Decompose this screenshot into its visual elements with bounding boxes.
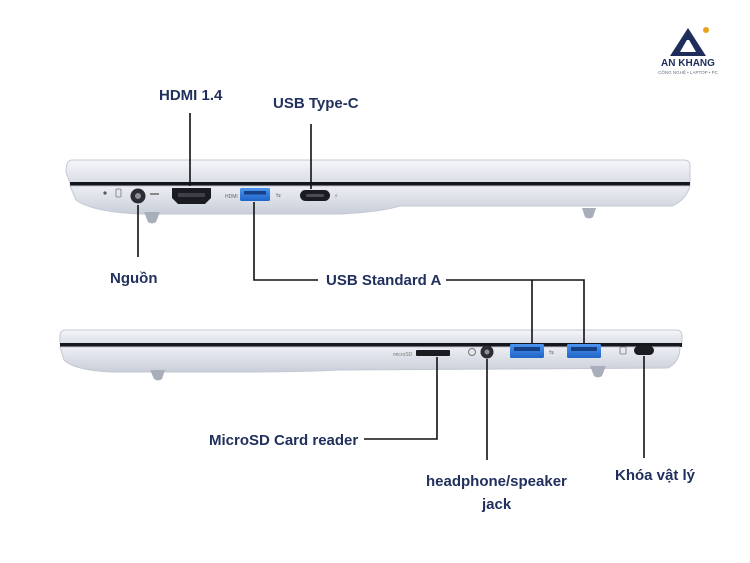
brand-logo: AN KHANG CÔNG NGHỆ • LAPTOP • PC [658,27,719,75]
laptop-foot [150,370,165,381]
leader-usb-a-bottom-2 [532,279,585,343]
battery-icon [115,188,122,198]
leader-lines [137,113,645,460]
laptop-base [69,185,691,215]
lock-icon [619,346,627,355]
label-lock: Khóa vật lý [615,467,696,484]
laptop-seam [60,343,682,347]
label-power: Nguồn [110,270,157,287]
laptop-foot [590,366,606,378]
label-usb-a: USB Standard A [326,272,441,289]
laptop-seam [70,182,690,186]
brand-name: AN KHANG [661,58,715,69]
leader-microsd [364,357,438,440]
laptop-lid [65,159,691,184]
label-audio-line1: headphone/speaker [426,473,567,490]
laptop-left-side-view: HDMI ⇆ ⚡ [65,159,691,224]
label-microsd: MicroSD Card reader [209,432,358,449]
laptop-foot [582,208,596,219]
headset-icon [468,348,476,356]
laptop-right-side-view: microSD ⇆ [59,329,683,381]
label-usb-c: USB Type-C [273,95,359,112]
usb-c-symbol-icon: ⚡ [334,193,338,200]
microsd-slot [416,350,450,356]
hdmi-port-marking: HDMI [225,194,238,200]
brand-tagline: CÔNG NGHỆ • LAPTOP • PC [658,68,718,75]
usb-symbol-icon: ⇆ [276,192,281,199]
laptop-lid [59,329,683,345]
microsd-marking: microSD [393,352,413,358]
led-indicator-icon [103,191,107,195]
usb-symbol-icon: ⇆ [549,349,554,356]
logo-star-icon [703,27,709,33]
label-audio-line2: jack [481,496,512,513]
leader-usb-a-top [253,202,318,281]
security-lock-slot [634,346,654,355]
label-hdmi: HDMI 1.4 [159,87,223,104]
laptop-foot [144,212,160,224]
